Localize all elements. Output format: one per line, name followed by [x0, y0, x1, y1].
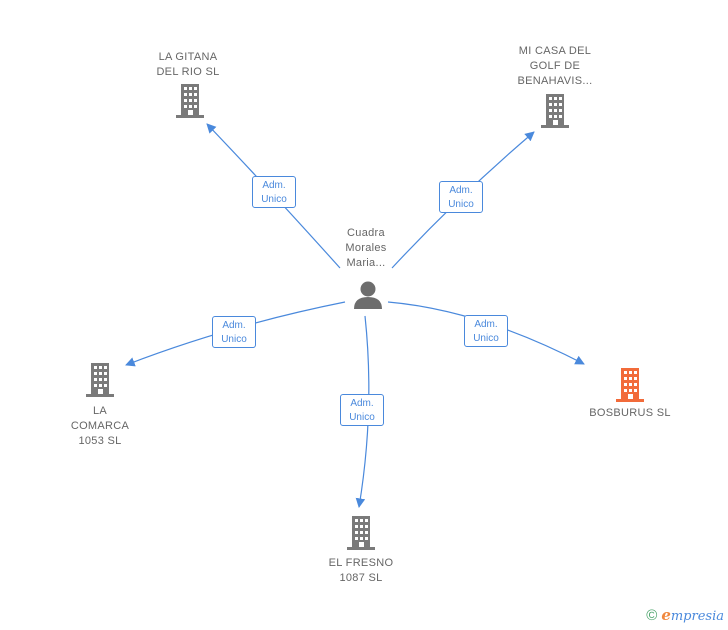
copyright-symbol: ©: [646, 606, 658, 624]
edge-label-la-gitana[interactable]: Adm. Unico: [252, 176, 296, 208]
person-icon[interactable]: [354, 281, 382, 310]
company-label-bosburus[interactable]: BOSBURUS SL: [589, 407, 671, 419]
building-icon[interactable]: [616, 368, 644, 402]
edge-label-el-fresno[interactable]: Adm. Unico: [340, 394, 384, 426]
edge-label-bosburus[interactable]: Adm. Unico: [464, 315, 508, 347]
edge-label-mi-casa[interactable]: Adm. Unico: [439, 181, 483, 213]
empresia-logo: empresia: [661, 606, 724, 624]
company-label-la-gitana[interactable]: LA GITANA DEL RIO SL: [156, 51, 220, 78]
company-label-el-fresno[interactable]: EL FRESNO 1087 SL: [328, 557, 394, 584]
edge-label-la-comarca[interactable]: Adm. Unico: [212, 316, 256, 348]
building-icon[interactable]: [176, 84, 204, 118]
company-label-mi-casa[interactable]: MI CASA DEL GOLF DE BENAHAVIS...: [517, 45, 593, 87]
company-label-la-comarca[interactable]: LA COMARCA 1053 SL: [70, 405, 130, 447]
empresia-footer[interactable]: © empresia: [646, 606, 724, 624]
building-icon[interactable]: [541, 94, 569, 128]
building-icon[interactable]: [86, 363, 114, 397]
center-person-label[interactable]: Cuadra Morales Maria...: [345, 227, 387, 269]
building-icon[interactable]: [347, 516, 375, 550]
